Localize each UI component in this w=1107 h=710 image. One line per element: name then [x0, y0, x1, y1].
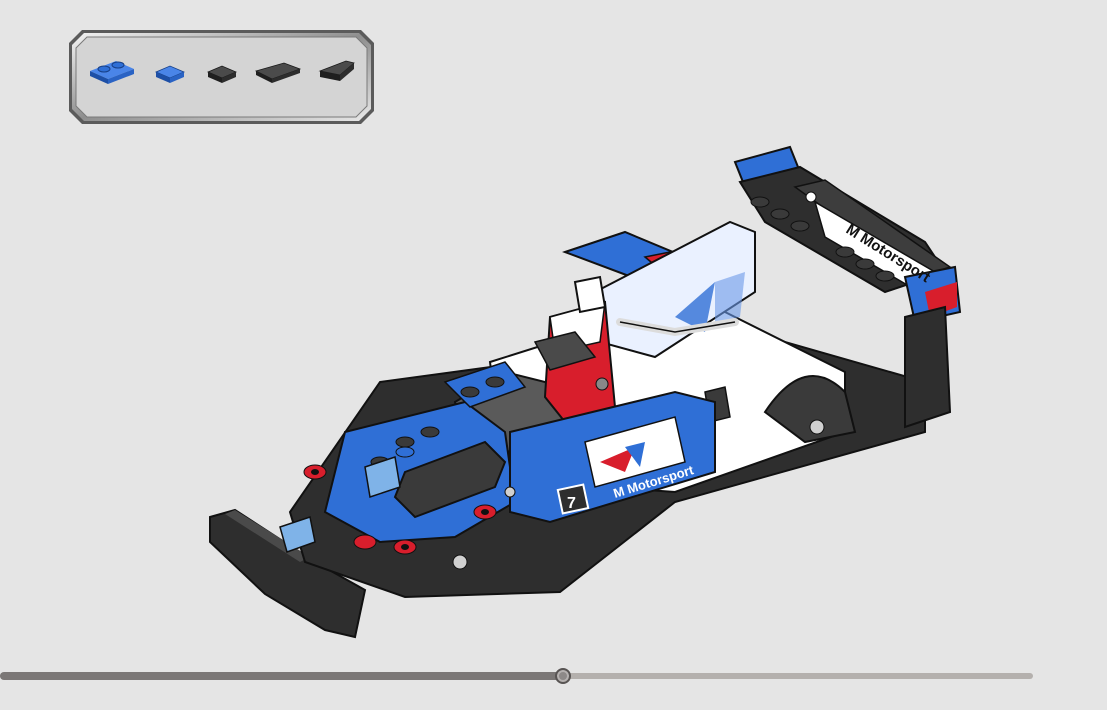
black-tile-1x1-icon — [206, 63, 238, 85]
progress-handle[interactable] — [555, 668, 571, 684]
black-wedge-slope-icon — [316, 57, 358, 85]
headlight-icon — [596, 378, 608, 390]
progress-fill — [0, 672, 563, 680]
rear-axle-pin — [810, 420, 824, 434]
black-wedge-plate-icon — [254, 59, 302, 85]
blue-tile-1x1-icon — [154, 63, 186, 85]
blue-plate-1x2-icon — [88, 57, 136, 85]
parts-callout — [68, 29, 375, 125]
race-car-model: M Motorsport — [205, 142, 975, 652]
step-progress-bar[interactable] — [0, 664, 1107, 688]
front-axle-pin — [453, 555, 467, 569]
wing-roundel-icon — [806, 192, 816, 202]
mirror — [575, 277, 605, 312]
car-number: 7 — [567, 495, 576, 512]
rear-wing-leg — [905, 307, 950, 427]
